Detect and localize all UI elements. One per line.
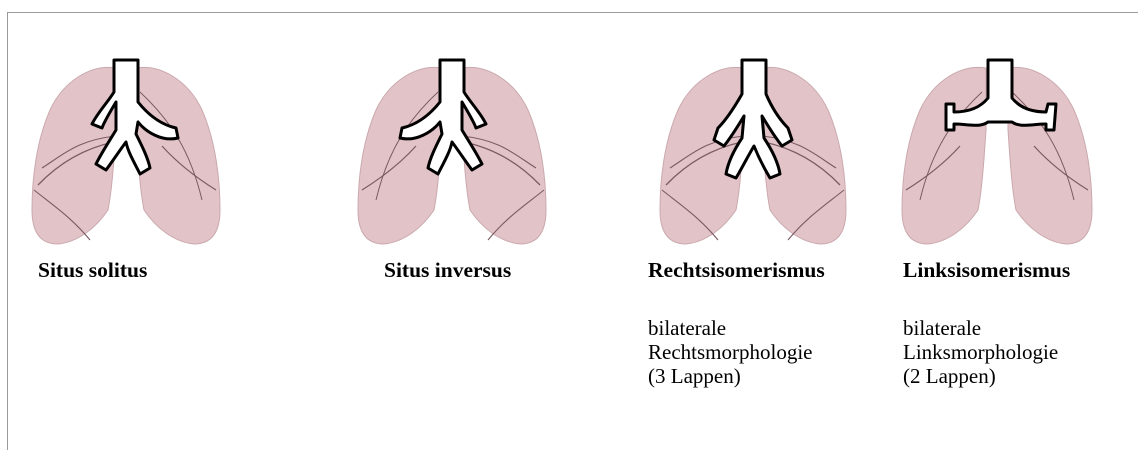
lungs-linksisomerismus	[892, 50, 1102, 255]
panel-title-linksisomerismus: Linksisomerismus	[903, 258, 1070, 283]
panel-title-situs-inversus: Situs inversus	[384, 258, 511, 283]
panel-title-rechtsisomerismus: Rechtsisomerismus	[648, 258, 825, 283]
lung-right-side	[136, 67, 220, 244]
lungs-situs-inversus	[348, 50, 558, 255]
description-line: (2 Lappen)	[903, 364, 1058, 388]
lung-left-side	[902, 67, 986, 244]
lung-right-side	[1008, 67, 1092, 244]
frame-border-top	[7, 12, 1138, 13]
description-line: Linksmorphologie	[903, 340, 1058, 364]
lung-left-side	[358, 67, 442, 244]
panel-description-rechtsisomerismus: bilaterale Rechtsmorphologie (3 Lappen)	[648, 316, 812, 388]
description-line: Rechtsmorphologie	[648, 340, 812, 364]
panel-description-linksisomerismus: bilaterale Linksmorphologie (2 Lappen)	[903, 316, 1058, 388]
description-line: bilaterale	[648, 316, 812, 340]
description-line: (3 Lappen)	[648, 364, 812, 388]
panel-title-situs-solitus: Situs solitus	[38, 258, 147, 283]
frame-border-left	[7, 12, 8, 450]
lungs-rechtsisomerismus	[648, 50, 858, 255]
description-line: bilaterale	[903, 316, 1058, 340]
lungs-situs-solitus	[20, 50, 230, 255]
